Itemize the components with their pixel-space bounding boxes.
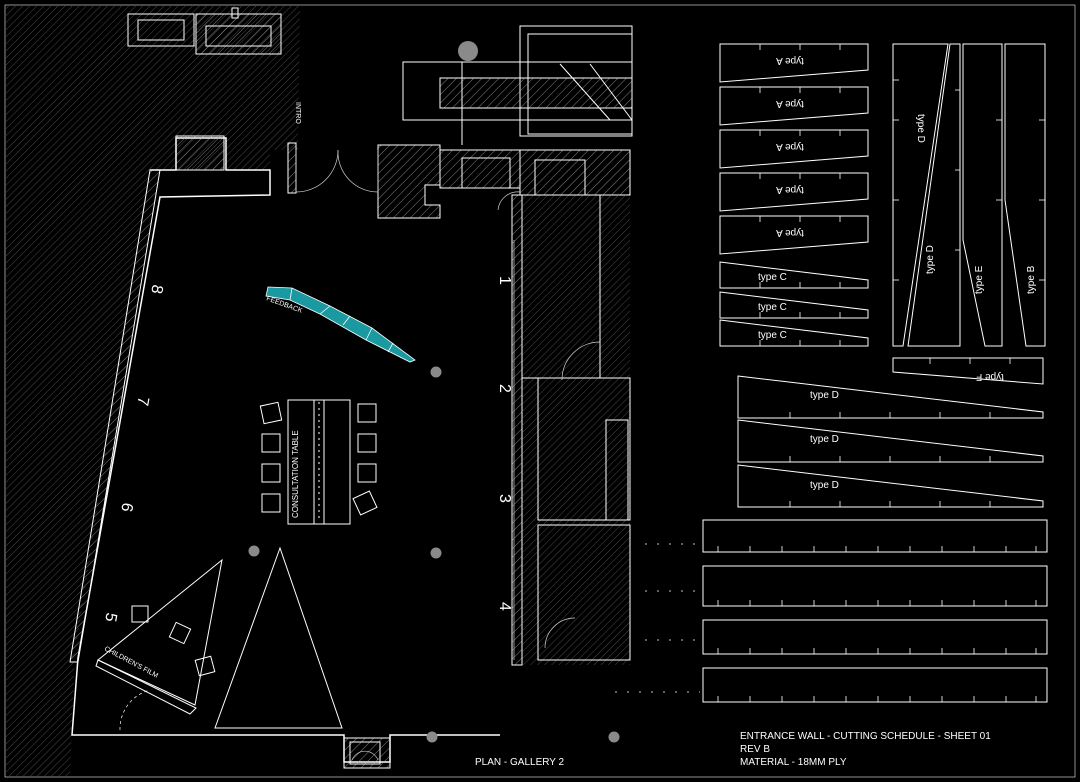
sheet-border	[4, 4, 1076, 778]
cutting-schedule: type A type A type A type A type A	[615, 43, 1048, 703]
columns	[248, 41, 620, 743]
bottom-stair	[343, 737, 391, 769]
title-block: ENTRANCE WALL - CUTTING SCHEDULE - SHEET…	[740, 731, 991, 768]
piece-type-d-vertical: type D	[907, 43, 961, 347]
childrens-film-area: CHILDREN'S FILM	[95, 558, 223, 731]
column	[608, 731, 620, 743]
svg-text:type A: type A	[776, 98, 804, 109]
right-wall-number-1: 1	[496, 276, 513, 285]
existing-building-hatch	[6, 6, 300, 776]
svg-text:type D: type D	[810, 434, 839, 445]
svg-text:type A: type A	[776, 141, 804, 152]
type-d-pieces: type D type D type D	[737, 375, 1044, 508]
feedback-wall-panel	[265, 286, 416, 363]
type-d-label-upper: type D	[915, 114, 926, 143]
piece-type-d: type D	[737, 464, 1044, 508]
board	[645, 519, 1048, 553]
left-wall-number-7: 7	[133, 395, 151, 407]
triangle-plinth	[214, 546, 343, 729]
left-wall-number-8: 8	[147, 283, 165, 295]
board	[615, 667, 1048, 703]
piece-type-a: type A	[719, 86, 869, 126]
piece-type-d: type D	[737, 375, 1044, 419]
column	[248, 545, 260, 557]
svg-text:type F: type F	[976, 371, 1004, 382]
left-wall	[69, 169, 161, 663]
svg-text:type A: type A	[776, 55, 804, 66]
column	[458, 41, 478, 61]
type-b-label: type B	[1026, 265, 1037, 294]
piece-type-d-vertical-top: type D	[892, 43, 949, 347]
piece-type-e-vertical: type E	[962, 43, 1003, 347]
title-line-sheet: ENTRANCE WALL - CUTTING SCHEDULE - SHEET…	[740, 731, 991, 742]
svg-text:type A: type A	[776, 227, 804, 238]
board	[645, 565, 1048, 607]
svg-text:type A: type A	[776, 184, 804, 195]
right-wall-number-2: 2	[496, 384, 513, 393]
column	[430, 547, 442, 559]
board	[645, 619, 1048, 655]
consultation-table-label: CONSULTATION TABLE	[291, 430, 300, 518]
column	[426, 731, 438, 743]
left-wall-number-5: 5	[101, 611, 119, 623]
right-wall-number-3: 3	[496, 494, 513, 503]
title-line-material: MATERIAL - 18MM PLY	[740, 757, 847, 768]
piece-type-c: type C	[719, 261, 869, 289]
svg-text:type C: type C	[758, 302, 787, 313]
type-a-pieces: type A type A type A type A type A	[719, 43, 869, 255]
stair-structure	[402, 25, 633, 145]
board-notches	[717, 546, 1037, 702]
column	[430, 366, 442, 378]
top-wall	[175, 135, 631, 219]
left-wall-number-6: 6	[117, 501, 135, 513]
intro-label: INTRO	[294, 102, 301, 124]
left-wall-panels: 8 7 6 5	[101, 283, 165, 623]
piece-type-c: type C	[719, 291, 869, 319]
svg-text:type C: type C	[758, 272, 787, 283]
type-c-pieces: type C type C type C	[719, 261, 869, 347]
piece-type-a: type A	[719, 129, 869, 169]
svg-text:type D: type D	[810, 480, 839, 491]
entrance-doors	[295, 149, 521, 211]
piece-type-f: type F	[892, 357, 1044, 385]
floor-plan: 1 2 3 4 8 7 6 5 INTRO FEEDBACK	[6, 6, 633, 776]
piece-type-a: type A	[719, 172, 869, 212]
piece-type-d: type D	[737, 419, 1044, 463]
piece-type-a: type A	[719, 43, 869, 83]
right-partition	[511, 194, 631, 666]
right-wall-number-4: 4	[496, 602, 513, 611]
piece-type-c: type C	[719, 319, 869, 347]
vertical-pieces: type D type D type E type B	[892, 43, 1046, 347]
piece-type-b-vertical: type B	[1004, 43, 1046, 347]
piece-type-a: type A	[719, 215, 869, 255]
type-d-label-lower: type D	[925, 245, 936, 274]
svg-text:type C: type C	[758, 330, 787, 341]
consultation-table: CONSULTATION TABLE	[259, 399, 378, 525]
feedback-wall: FEEDBACK	[265, 286, 416, 363]
type-e-label: type E	[974, 265, 985, 294]
childrens-film-label: CHILDREN'S FILM	[103, 646, 159, 680]
right-wall-panels: 1 2 3 4	[496, 240, 515, 660]
svg-text:type D: type D	[810, 390, 839, 401]
plan-title: PLAN - GALLERY 2	[475, 757, 565, 768]
title-line-rev: REV B	[740, 744, 770, 755]
top-left-structure	[127, 7, 282, 55]
rectangular-boards	[615, 519, 1048, 703]
